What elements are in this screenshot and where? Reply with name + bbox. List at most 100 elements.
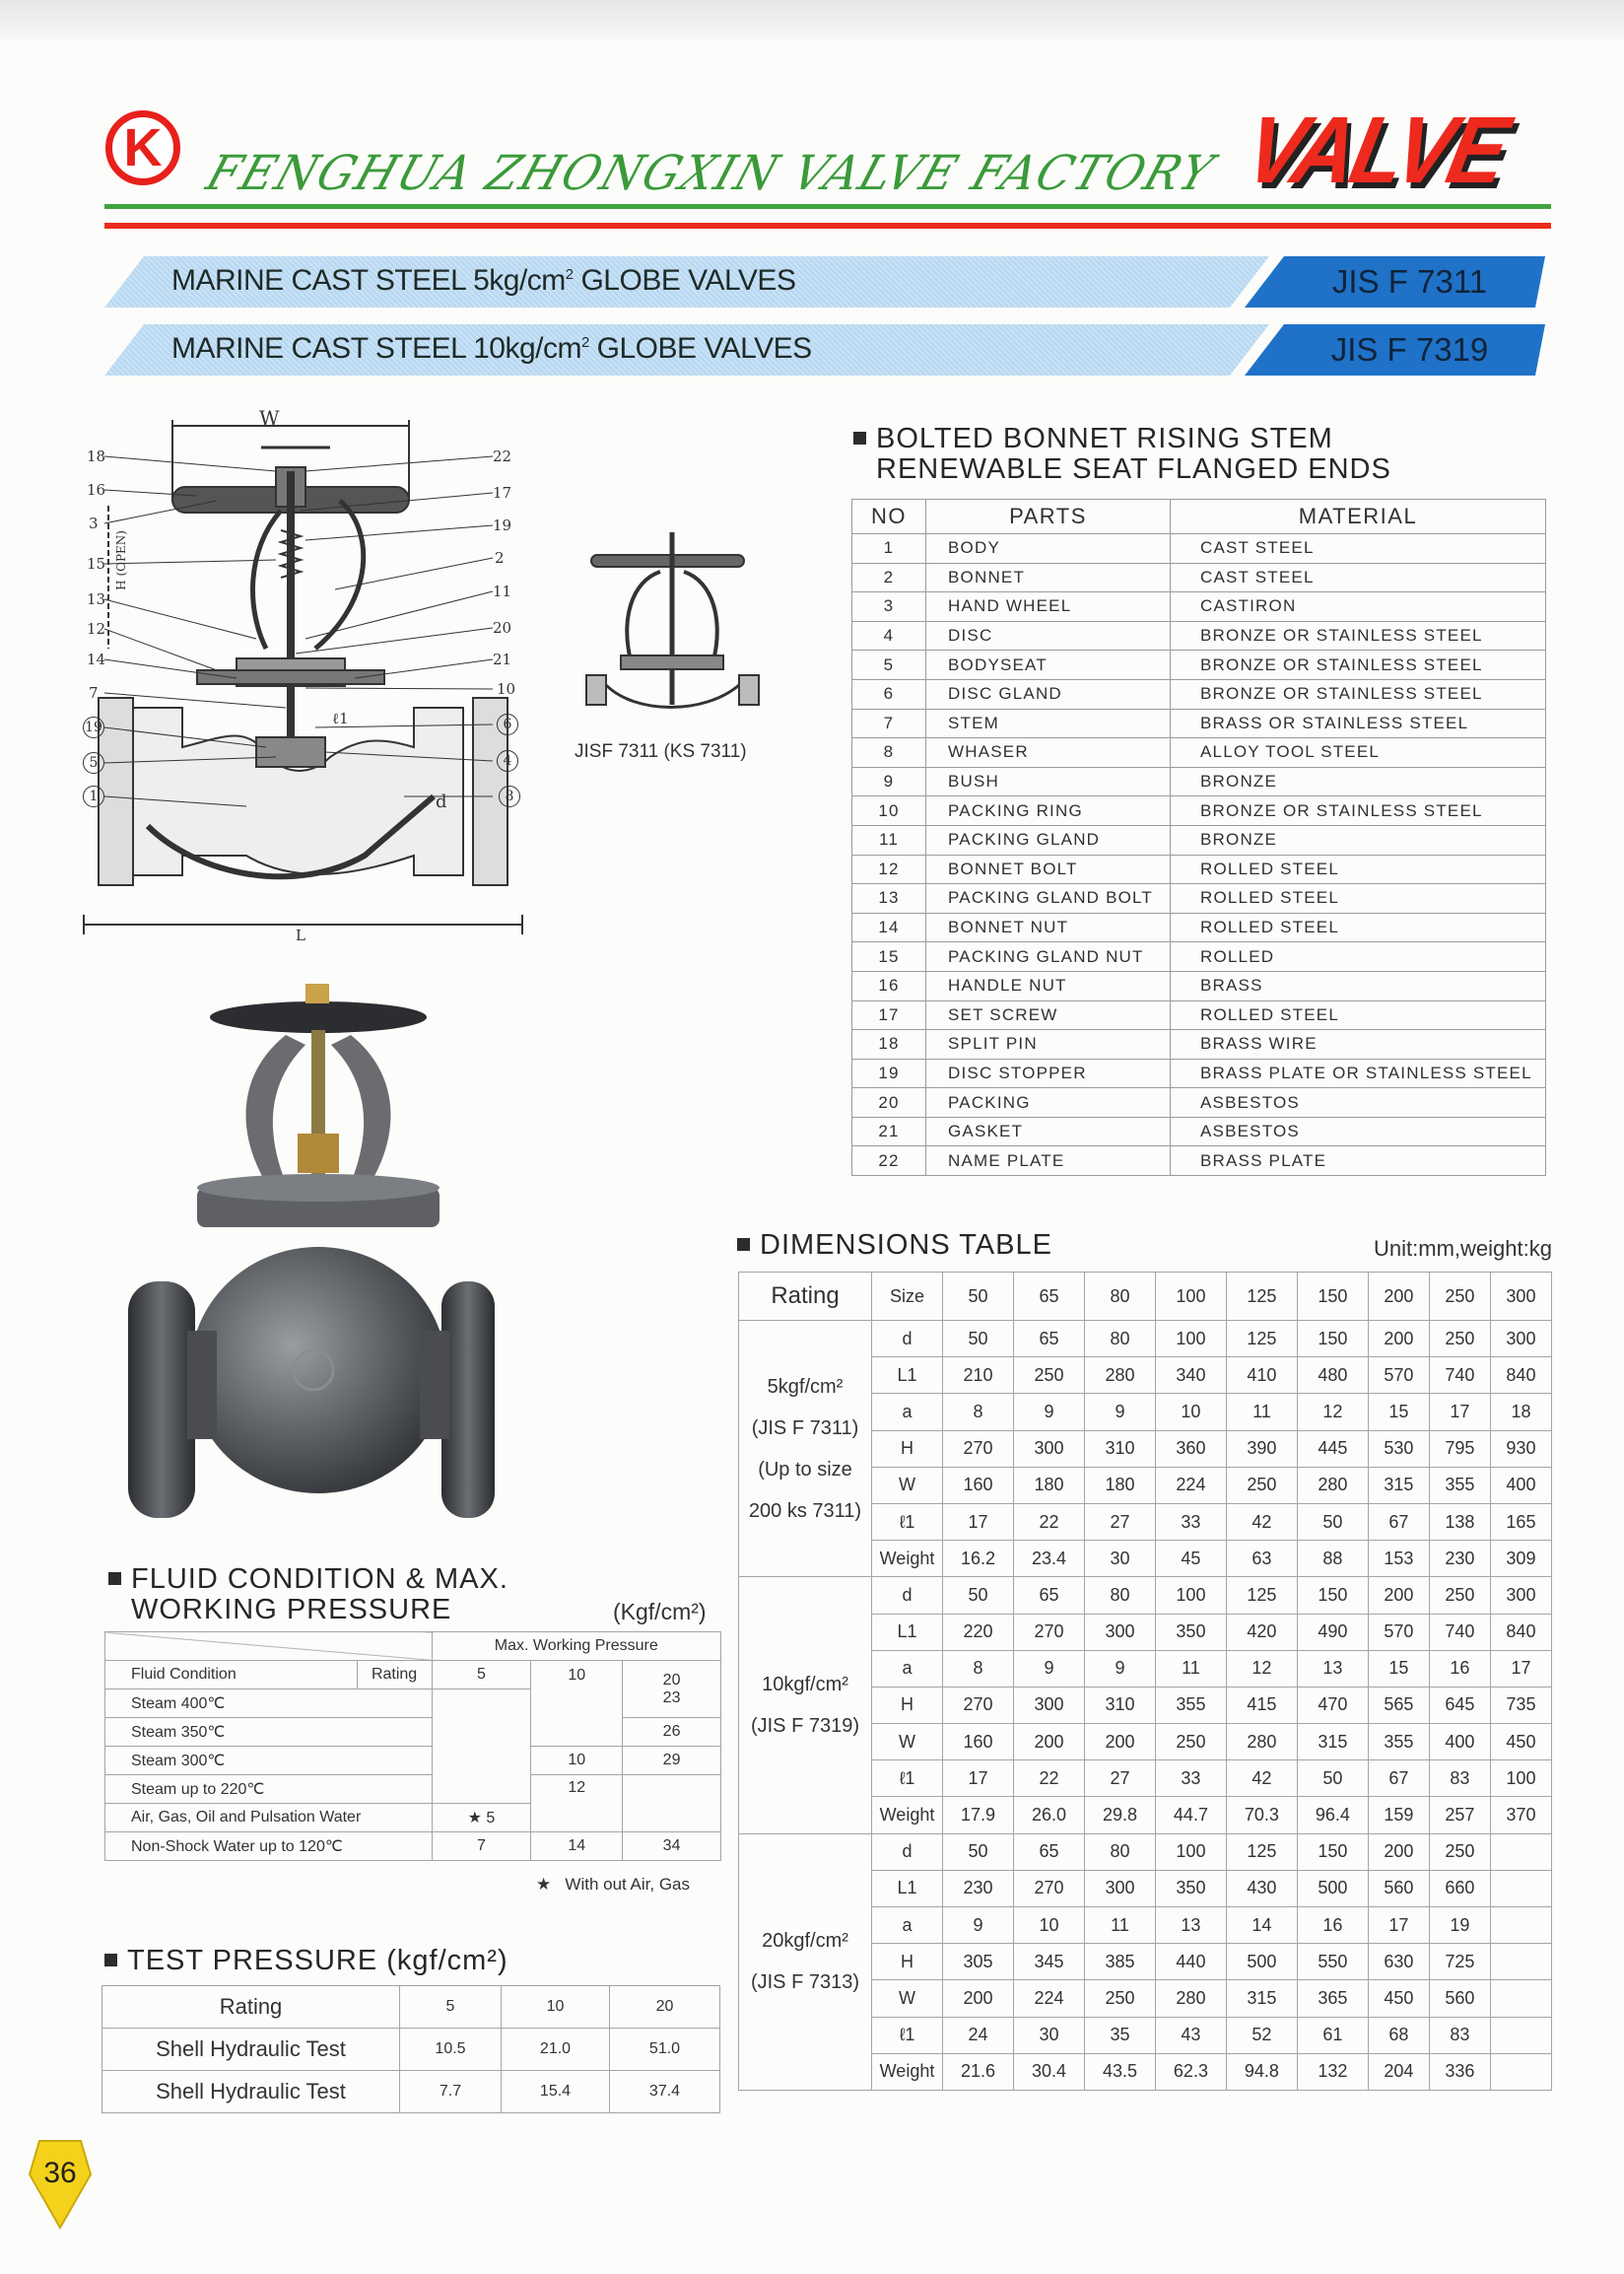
dimension-value bbox=[1489, 1979, 1553, 2018]
dim-w-label: W bbox=[259, 406, 280, 430]
dimension-value: 530 bbox=[1367, 1429, 1430, 1468]
dimension-value: 310 bbox=[1083, 1686, 1156, 1725]
dimension-value: 80 bbox=[1083, 1832, 1156, 1871]
dim-l-label: L bbox=[296, 927, 305, 944]
callout-label: 10 bbox=[497, 680, 516, 698]
dimension-value: 840 bbox=[1489, 1613, 1553, 1651]
dimension-value: 305 bbox=[942, 1943, 1014, 1981]
dimension-value: 250 bbox=[1154, 1723, 1227, 1761]
callout-label: 11 bbox=[493, 583, 512, 600]
column-header-material: MATERIAL bbox=[1170, 499, 1546, 534]
title-banner-2: MARINE CAST STEEL 10kg/cm2 GLOBE VALVES bbox=[104, 324, 1269, 376]
dimension-value: 500 bbox=[1296, 1869, 1369, 1908]
dimension-label: Weight bbox=[871, 1796, 943, 1834]
dimension-value bbox=[1489, 1832, 1553, 1871]
dimension-value: 200 bbox=[1367, 1576, 1430, 1615]
valve-small-drawing bbox=[581, 527, 764, 724]
dimension-value: 10 bbox=[1154, 1393, 1227, 1431]
dimension-value: 795 bbox=[1428, 1429, 1491, 1468]
dimension-value: 150 bbox=[1296, 1319, 1369, 1358]
rating-header: Rating bbox=[356, 1660, 433, 1689]
banner-title: MARINE CAST STEEL 5kg/cm2 GLOBE VALVES bbox=[171, 264, 796, 297]
part-number: 19 bbox=[851, 1058, 926, 1089]
page-number: 36 bbox=[43, 2157, 77, 2189]
dimension-label: ℓ1 bbox=[871, 2016, 943, 2054]
company-logo: K bbox=[105, 110, 180, 185]
dimension-label: L1 bbox=[871, 1613, 943, 1651]
condition-label: Steam 300℃ bbox=[104, 1746, 433, 1775]
rating-group-label: 20kgf/cm²(JIS F 7313) bbox=[738, 1832, 872, 2091]
dimension-value: 740 bbox=[1428, 1613, 1491, 1651]
dimension-value: 68 bbox=[1367, 2016, 1430, 2054]
dimension-value: 165 bbox=[1489, 1502, 1553, 1542]
dimension-value: 270 bbox=[1012, 1613, 1085, 1651]
dimension-value bbox=[1489, 2016, 1553, 2054]
size-column-header: 200 bbox=[1367, 1272, 1430, 1321]
test-value: 15.4 bbox=[501, 2070, 610, 2113]
part-name: DISC GLAND bbox=[925, 678, 1171, 710]
dimension-value: 45 bbox=[1154, 1540, 1227, 1578]
dimension-value: 9 bbox=[1012, 1649, 1085, 1688]
dimension-value: 560 bbox=[1428, 1979, 1491, 2018]
bullet-icon bbox=[737, 1238, 750, 1251]
part-material: BRASS PLATE OR STAINLESS STEEL bbox=[1170, 1058, 1546, 1089]
pressure-value: 29 bbox=[622, 1746, 721, 1775]
dimension-value: 204 bbox=[1367, 2052, 1430, 2091]
pressure-value: 7 bbox=[431, 1831, 532, 1861]
part-name: WHASER bbox=[925, 737, 1171, 768]
dimension-value: 300 bbox=[1489, 1576, 1553, 1615]
dimension-value: 450 bbox=[1489, 1723, 1553, 1761]
dimension-value: 65 bbox=[1012, 1319, 1085, 1358]
dim-l1-label: ℓ1 bbox=[332, 710, 349, 727]
fluid-footnote: ★ With out Air, Gas bbox=[536, 1875, 691, 1894]
dimension-value: 44.7 bbox=[1154, 1796, 1227, 1834]
fluid-condition-table: Max. Working Pressure Fluid Condition Ra… bbox=[104, 1631, 722, 1861]
part-material: CAST STEEL bbox=[1170, 533, 1546, 564]
part-material: ROLLED bbox=[1170, 941, 1546, 972]
dimension-value: 18 bbox=[1489, 1393, 1553, 1431]
dimension-value: 390 bbox=[1225, 1429, 1298, 1468]
dimension-value: 224 bbox=[1012, 1979, 1085, 2018]
dimension-label: H bbox=[871, 1429, 943, 1468]
dimension-value: 132 bbox=[1296, 2052, 1369, 2091]
part-name: BODY bbox=[925, 533, 1171, 564]
rating-20: 20 bbox=[609, 1985, 720, 2029]
test-value: 10.5 bbox=[399, 2028, 502, 2071]
dimension-value: 14 bbox=[1225, 1905, 1298, 1945]
dimension-value: 11 bbox=[1225, 1393, 1298, 1431]
dimension-value: 400 bbox=[1428, 1723, 1491, 1761]
size-header: Size bbox=[871, 1272, 943, 1321]
dimension-value: 150 bbox=[1296, 1576, 1369, 1615]
dimension-value: 43.5 bbox=[1083, 2052, 1156, 2091]
dimension-value: 480 bbox=[1296, 1356, 1369, 1395]
condition-label: Steam 350℃ bbox=[104, 1717, 433, 1747]
test-value: 37.4 bbox=[609, 2070, 720, 2113]
dimension-value: 19 bbox=[1428, 1905, 1491, 1945]
dimension-value: 88 bbox=[1296, 1540, 1369, 1578]
dimension-value: 8 bbox=[942, 1393, 1014, 1431]
dimension-label: d bbox=[871, 1319, 943, 1358]
dimension-value: 33 bbox=[1154, 1502, 1227, 1542]
fluid-unit: (Kgf/cm²) bbox=[613, 1599, 707, 1624]
pressure-value: 10 bbox=[530, 1746, 624, 1775]
dimension-value: 310 bbox=[1083, 1429, 1156, 1468]
dimension-value: 83 bbox=[1428, 2016, 1491, 2054]
dimension-value: 42 bbox=[1225, 1759, 1298, 1798]
callout-label: 18 bbox=[87, 448, 106, 465]
rating-line: 20kgf/cm² bbox=[762, 1930, 848, 1953]
callout-label: 5 bbox=[83, 752, 104, 774]
test-label: Shell Hydraulic Test bbox=[102, 2070, 400, 2113]
dimension-value: 210 bbox=[942, 1356, 1014, 1395]
dimension-value: 83 bbox=[1428, 1759, 1491, 1798]
dimension-value: 250 bbox=[1083, 1979, 1156, 2018]
part-number: 20 bbox=[851, 1087, 926, 1118]
dimension-label: a bbox=[871, 1393, 943, 1431]
dimension-value: 35 bbox=[1083, 2016, 1156, 2054]
